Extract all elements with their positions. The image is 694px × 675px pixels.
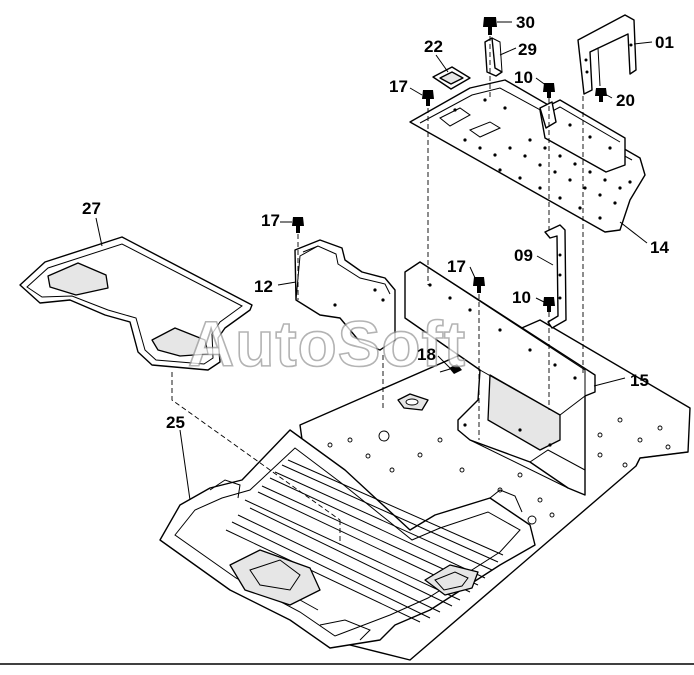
bolt-20	[595, 88, 607, 102]
bracket-09	[544, 224, 567, 329]
plate-14-clip	[539, 101, 557, 129]
bolt-18	[439, 364, 462, 374]
bolt-17-top	[422, 90, 434, 106]
bolt-10-low	[543, 297, 555, 312]
label-14: 14	[650, 238, 669, 257]
label-20: 20	[616, 91, 635, 110]
label-29: 29	[518, 40, 537, 59]
alignment-lines	[171, 36, 584, 545]
mat-27-pad-right	[151, 327, 209, 357]
bracket-01	[577, 14, 637, 95]
floor-mat-25	[159, 429, 536, 649]
bolt-17-mid	[292, 217, 304, 233]
bolts	[292, 17, 607, 374]
label-17-top: 17	[389, 77, 408, 96]
mat-recess-right	[424, 564, 479, 596]
label-17-mid: 17	[261, 211, 280, 230]
label-09: 09	[514, 246, 533, 265]
leader-lines	[95, 21, 653, 501]
label-25: 25	[166, 413, 185, 432]
bolt-10-top	[543, 83, 555, 98]
label-12: 12	[254, 277, 273, 296]
watermark: AutoSoft	[188, 308, 466, 380]
label-18: 18	[417, 345, 436, 364]
label-22: 22	[424, 37, 443, 56]
cover-plate-14	[409, 79, 646, 233]
bolt-17-right	[473, 277, 485, 293]
side-panel-12	[294, 239, 396, 351]
label-17-right: 17	[447, 257, 466, 276]
floor-mat-27	[19, 236, 253, 371]
label-01: 01	[655, 33, 674, 52]
mat-27-pad-left	[47, 262, 109, 296]
label-10-top: 10	[514, 68, 533, 87]
console-panel-15	[404, 261, 596, 496]
label-10-low: 10	[512, 288, 531, 307]
plate-14-bracket	[539, 99, 626, 173]
mat-ribs	[225, 459, 504, 623]
plate-14-holes	[453, 98, 632, 220]
mat-recess-left	[229, 549, 321, 606]
label-30: 30	[516, 13, 535, 32]
label-15: 15	[630, 371, 649, 390]
bracket-29	[484, 37, 503, 77]
part-labels: 30 22 29 01 17 10 20 27 17 14 09 17 12 1…	[82, 13, 674, 432]
label-27: 27	[82, 199, 101, 218]
bolt-30	[483, 17, 497, 35]
grommet-22	[432, 66, 471, 90]
